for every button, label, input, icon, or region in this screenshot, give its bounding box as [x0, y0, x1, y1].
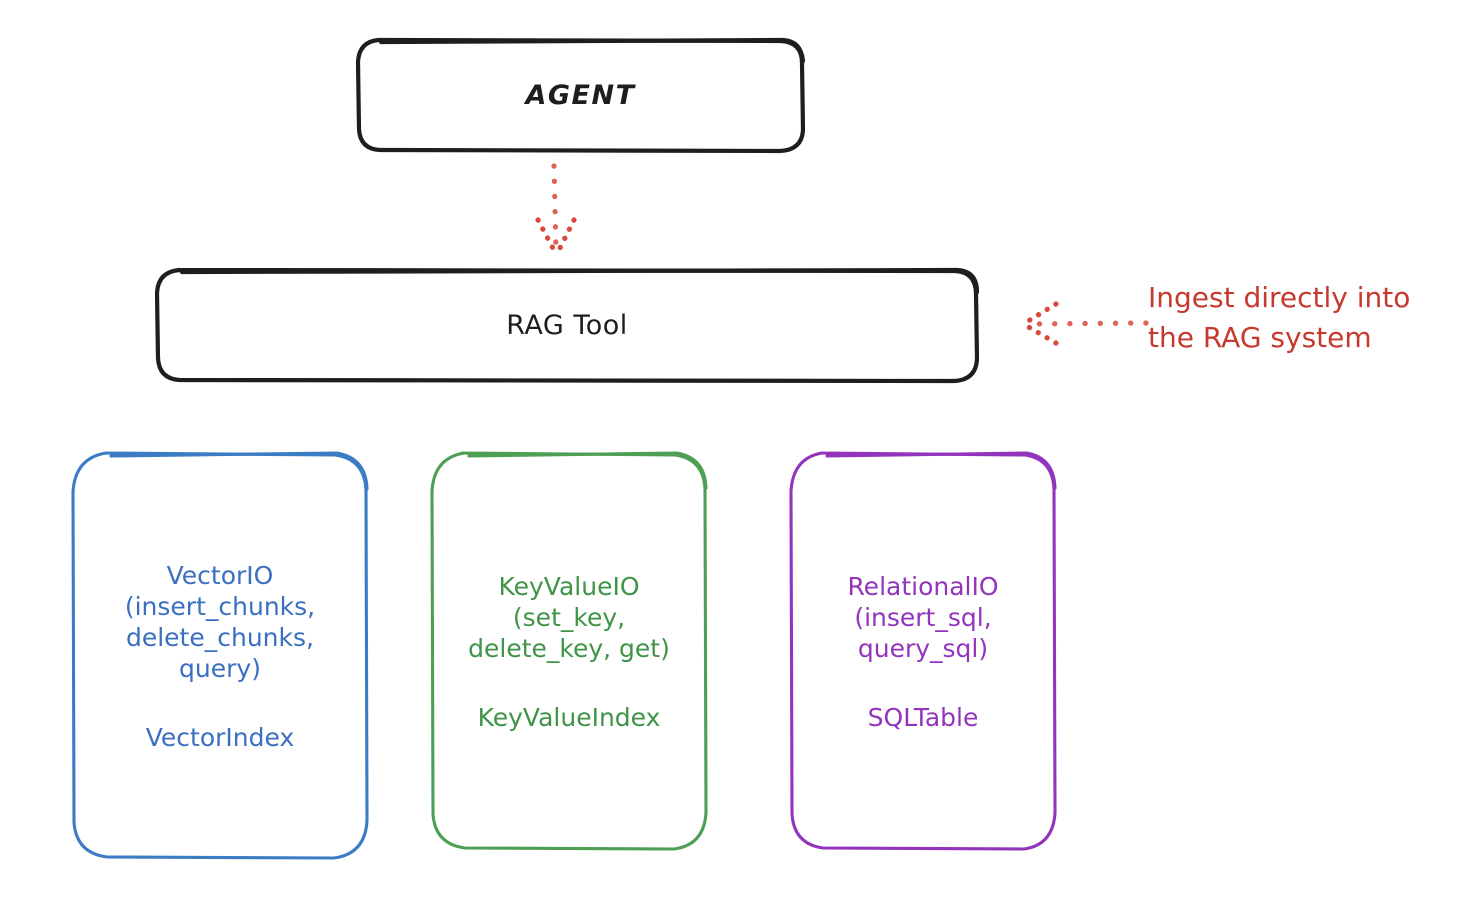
rag-tool-label: RAG Tool	[506, 309, 628, 341]
relational-io-box[interactable]: RelationalIO (insert_sql, query_sql) SQL…	[787, 449, 1059, 854]
relational-io-api-label: RelationalIO (insert_sql, query_sql)	[847, 571, 999, 663]
key-value-index-label: KeyValueIndex	[477, 702, 661, 732]
ingest-annotation-arrow	[1022, 301, 1149, 346]
key-value-io-box[interactable]: KeyValueIO (set_key, delete_key, get) Ke…	[428, 449, 710, 854]
agent-label: AGENT	[525, 79, 636, 111]
vector-io-box[interactable]: VectorIO (insert_chunks, delete_chunks, …	[69, 449, 371, 863]
sql-table-label: SQLTable	[867, 702, 979, 732]
vector-io-api-label: VectorIO (insert_chunks, delete_chunks, …	[124, 560, 316, 683]
agent-box[interactable]: AGENT	[356, 37, 805, 154]
key-value-io-api-label: KeyValueIO (set_key, delete_key, get)	[468, 571, 670, 663]
agent-to-rag-tool-arrow	[535, 163, 577, 257]
ingest-annotation-text: Ingest directly into the RAG system	[1148, 281, 1411, 354]
vector-index-label: VectorIndex	[145, 722, 295, 752]
rag-tool-box[interactable]: RAG Tool	[155, 267, 979, 384]
